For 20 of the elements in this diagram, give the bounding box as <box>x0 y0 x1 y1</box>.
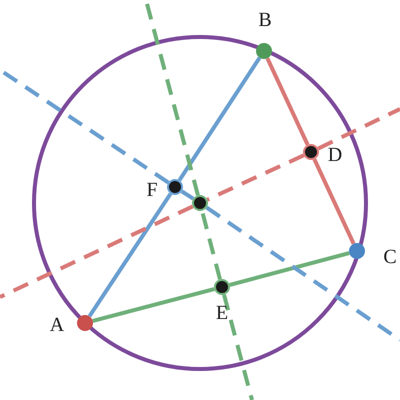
triangle-side <box>92 287 215 323</box>
bisector-line <box>317 107 400 150</box>
point-label: D <box>328 145 342 165</box>
bisector-line <box>205 206 400 342</box>
point-label: E <box>216 303 228 323</box>
bisector-line <box>0 204 194 299</box>
point-label: B <box>258 10 272 30</box>
point-label: A <box>50 315 64 335</box>
point-label: C <box>383 247 397 267</box>
triangle-side <box>88 192 172 318</box>
bisector-line <box>222 294 254 400</box>
triangle-side <box>266 57 310 146</box>
triangle-side <box>229 251 350 287</box>
triangle-side <box>178 56 262 182</box>
bisector-line <box>0 68 170 184</box>
point-label: F <box>146 180 158 200</box>
bisector-line <box>180 190 194 200</box>
triangle-side <box>312 158 356 245</box>
bisector-line <box>200 210 222 280</box>
bisector-line <box>206 154 305 202</box>
